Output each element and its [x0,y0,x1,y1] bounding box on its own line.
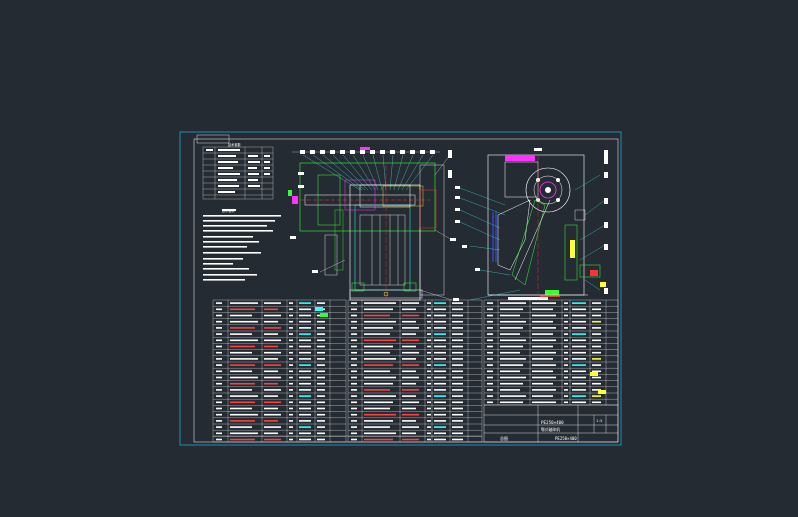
tech-table-title: 技术参数 [228,142,242,147]
side-view [455,148,608,301]
tech-param-text [206,149,270,193]
title-drawing-name: PE250×400 [541,420,564,425]
title-drawing-number: PE250×400 [555,436,577,441]
title-subtitle: 颚式破碎机 [541,427,560,432]
front-view [288,147,459,301]
title-block [483,404,619,443]
title-scale: 1:5 [596,419,602,423]
technical-notes [203,209,281,281]
tech-param-table [202,146,274,200]
notes-title: 技术要求 [222,208,236,213]
parts-list [212,299,619,443]
title-sheet-label: 总图 [500,435,508,441]
sheet-outer-frame [179,131,622,446]
drawing-code-box [196,134,230,144]
parts-list-text [216,302,606,441]
